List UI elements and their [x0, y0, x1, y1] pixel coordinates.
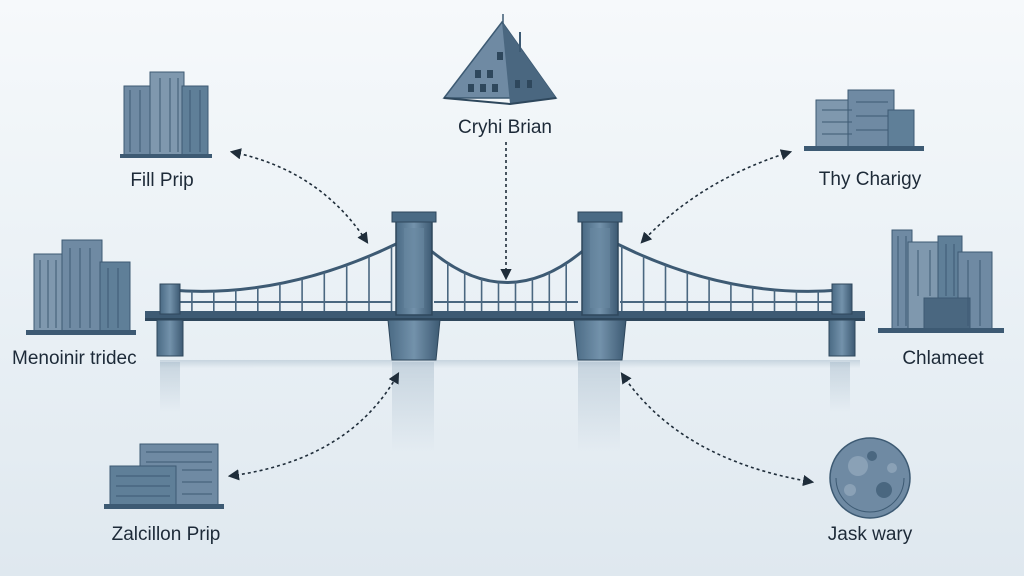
connector-arrows — [227, 142, 815, 487]
node-label-mid-left: Menoinir tridec — [12, 348, 137, 369]
office-building-icon — [120, 71, 212, 158]
rock-sphere-icon — [829, 437, 911, 519]
bridge-tower-left — [387, 211, 441, 361]
warehouse-building-icon — [804, 89, 924, 151]
arrow-bottom-right — [620, 372, 815, 487]
bridge-deck — [145, 311, 865, 318]
node-label-top-right: Thy Charigy — [818, 169, 922, 190]
arrow-bottom-left — [227, 372, 400, 481]
node-label-bottom-right: Jask wary — [827, 524, 913, 545]
bridge-reflection — [160, 360, 860, 452]
node-label-top-left: Fill Prip — [130, 170, 194, 191]
city-buildings-icon — [26, 239, 136, 335]
main-cable-right — [599, 233, 841, 293]
arrow-top-right — [640, 149, 793, 244]
bridge-tower-right — [573, 211, 627, 361]
node-label-bottom-left: Zalcillon Prip — [111, 524, 221, 545]
skyscraper-cluster-icon — [878, 229, 1004, 333]
bridge-pier-right — [828, 283, 856, 357]
arrow-top-left — [229, 148, 369, 244]
campus-building-icon — [104, 443, 224, 509]
node-label-mid-right: Chlameet — [902, 348, 984, 369]
main-cable-center — [412, 233, 602, 284]
pyramid-building-icon — [442, 14, 558, 106]
node-label-top: Cryhi Brian — [458, 117, 552, 138]
bridge-pier-left — [156, 283, 184, 357]
main-cable-left — [169, 233, 415, 293]
suspension-bridge — [145, 211, 865, 361]
